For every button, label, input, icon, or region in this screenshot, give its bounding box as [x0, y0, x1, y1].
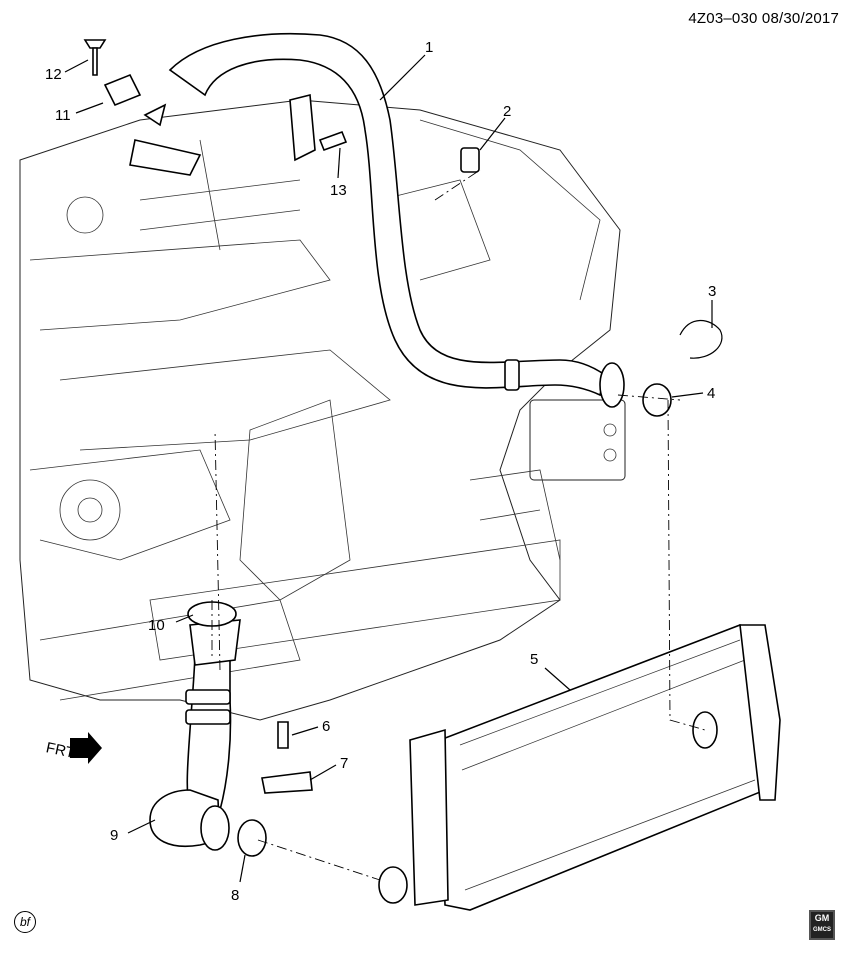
gm-logo-subtext: GMCS: [813, 927, 831, 933]
callout-8: 8: [231, 887, 239, 904]
seal-4: [642, 383, 672, 417]
callout-13: 13: [330, 182, 347, 199]
front-arrow-icon: FRT: [44, 732, 102, 764]
engine-background: [19, 99, 626, 721]
callout-4: 4: [707, 385, 715, 402]
callout-12: 12: [45, 66, 62, 83]
air-intake-hose: [168, 32, 625, 408]
gm-logo-text: GM: [814, 913, 830, 923]
seal-8: [237, 819, 267, 857]
clip-3: [679, 319, 723, 359]
callout-7: 7: [340, 755, 348, 772]
callout-3: 3: [708, 283, 716, 300]
lower-hose: [149, 619, 241, 851]
callout-6: 6: [322, 718, 330, 735]
author-badge: bf: [14, 911, 36, 933]
callout-9: 9: [110, 827, 118, 844]
clamp-7: [261, 771, 313, 794]
document-id: 4Z03–030 08/30/2017: [688, 10, 839, 27]
bolt-13: [318, 130, 348, 152]
leader-lines: [64, 54, 713, 883]
callout-1: 1: [425, 39, 433, 56]
intercooler: [378, 624, 781, 911]
callout-2: 2: [503, 103, 511, 120]
gm-logo: GM GMCS: [809, 910, 835, 940]
sensor-parts: [83, 39, 202, 176]
front-label: FRT: [44, 739, 76, 762]
callout-5: 5: [530, 651, 538, 668]
callout-11: 11: [55, 107, 71, 124]
callout-10: 10: [148, 617, 165, 634]
bolt-6: [277, 721, 289, 749]
pressure-sensor: [460, 147, 480, 173]
